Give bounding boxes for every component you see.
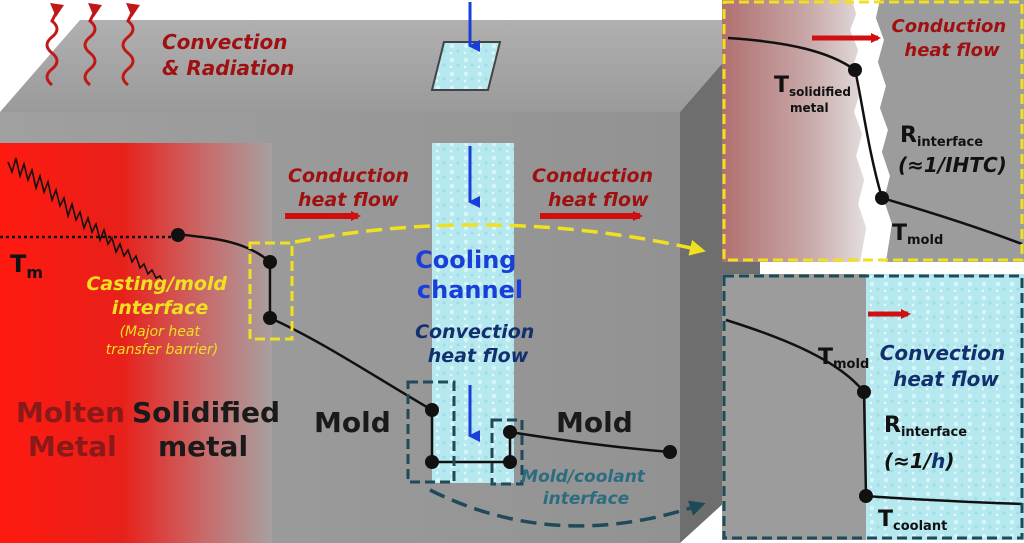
conduction-right-label-line2: heat flow	[548, 189, 649, 211]
svg-text:Convection heat flow: Convection heat flow	[415, 321, 541, 367]
mold-coolant-label-line2: interface	[543, 489, 629, 509]
casting-interface-note-line1: (Major heat	[120, 324, 201, 340]
conduction-right-label-line1: Conduction	[532, 165, 653, 187]
inset-bottom-convection-line2: heat flow	[893, 367, 999, 391]
convection-radiation-label-line2: & Radiation	[162, 56, 294, 80]
svg-text:Molten Metal: Molten Metal	[16, 396, 135, 463]
inset-top-t-solidified: Tsolidified	[774, 73, 851, 99]
tm-label: Tm	[10, 250, 43, 282]
inset-casting-interface	[722, 0, 1024, 262]
svg-text:Cooling channel: Cooling channel	[415, 246, 525, 304]
cooling-inlet	[430, 41, 502, 91]
inset-bottom-convection-line1: Convection	[880, 341, 1006, 365]
inset-top-conduction-line2: heat flow	[904, 40, 1000, 61]
inset-top-conduction-line1: Conduction	[892, 16, 1007, 37]
metal-region	[0, 143, 272, 543]
cooling-channel-label-line2: channel	[417, 276, 523, 304]
svg-text:(Major heat transfer barri: (Major heat transfer barrier)	[106, 324, 218, 358]
coolant-interface-zoom-box-left	[406, 380, 456, 484]
conduction-left-label-line2: heat flow	[298, 189, 399, 211]
svg-text:Conduction heat flow: Conduction heat flow	[288, 165, 416, 211]
solidified-label-line1: Solidified	[132, 396, 280, 429]
svg-text:Conduction heat flow: Conduction heat flow	[892, 16, 1013, 61]
temperature-profile	[175, 232, 671, 464]
mold-coolant-label-line1: Mold/coolant	[521, 467, 646, 487]
convection-radiation-label-line1: Convection	[162, 30, 288, 54]
teal-connector-arrow	[429, 488, 706, 528]
casting-interface-label-line2: interface	[112, 297, 209, 319]
svg-text:Mold/coolant interface: Mold/coolant interface	[521, 467, 651, 509]
convection-radiation-icon	[45, 8, 136, 87]
molten-label-line1: Molten	[16, 396, 125, 429]
convection-flow-label-line1: Convection	[415, 321, 534, 343]
casting-interface-label-line1: Casting/mold	[86, 273, 227, 295]
svg-text:Conduction heat flow: Conduction heat flow	[532, 165, 660, 211]
inset-top-t-solidified-sub2: metal	[790, 101, 829, 115]
inset-top-r-interface: Rinterface	[900, 123, 983, 150]
casting-interface-note-line2: transfer barrier)	[106, 342, 218, 358]
conduction-left-label-line1: Conduction	[288, 165, 409, 187]
inset-top-t-mold: Tmold	[892, 221, 943, 248]
convection-flow-label-line2: heat flow	[428, 345, 529, 367]
inset-bottom-t-mold: Tmold	[818, 345, 869, 372]
inset-top-r-approx: (≈1/IHTC)	[898, 153, 1007, 177]
coolant-interface-zoom-box-right	[490, 418, 524, 486]
casting-interface-zoom-box	[248, 241, 294, 341]
inset-bottom-t-coolant: Tcoolant	[878, 507, 947, 534]
mold-left-label: Mold	[314, 406, 391, 439]
svg-text:Casting/mold interface: Casting/mold interface	[86, 273, 233, 319]
mold-right-label: Mold	[556, 406, 633, 439]
svg-text:Convection & Radiation: Convection & Radiation	[162, 30, 294, 80]
yellow-connector-arrow	[294, 223, 706, 256]
inset-bottom-r-approx: (≈1/h)	[884, 449, 955, 473]
svg-text:Solidified metal: Solidified metal	[132, 396, 290, 463]
svg-text:Convection heat flow: Convection heat flow	[880, 341, 1012, 391]
molten-noise-curve	[7, 157, 165, 285]
cooling-channel	[432, 143, 514, 483]
solidified-label-line2: metal	[158, 430, 248, 463]
block-top-face	[0, 20, 760, 112]
molten-label-line2: Metal	[28, 430, 117, 463]
inset-coolant-interface	[722, 274, 1024, 540]
inset-bottom-r-interface: Rinterface	[884, 413, 967, 440]
cooling-channel-label-line1: Cooling	[415, 246, 516, 274]
